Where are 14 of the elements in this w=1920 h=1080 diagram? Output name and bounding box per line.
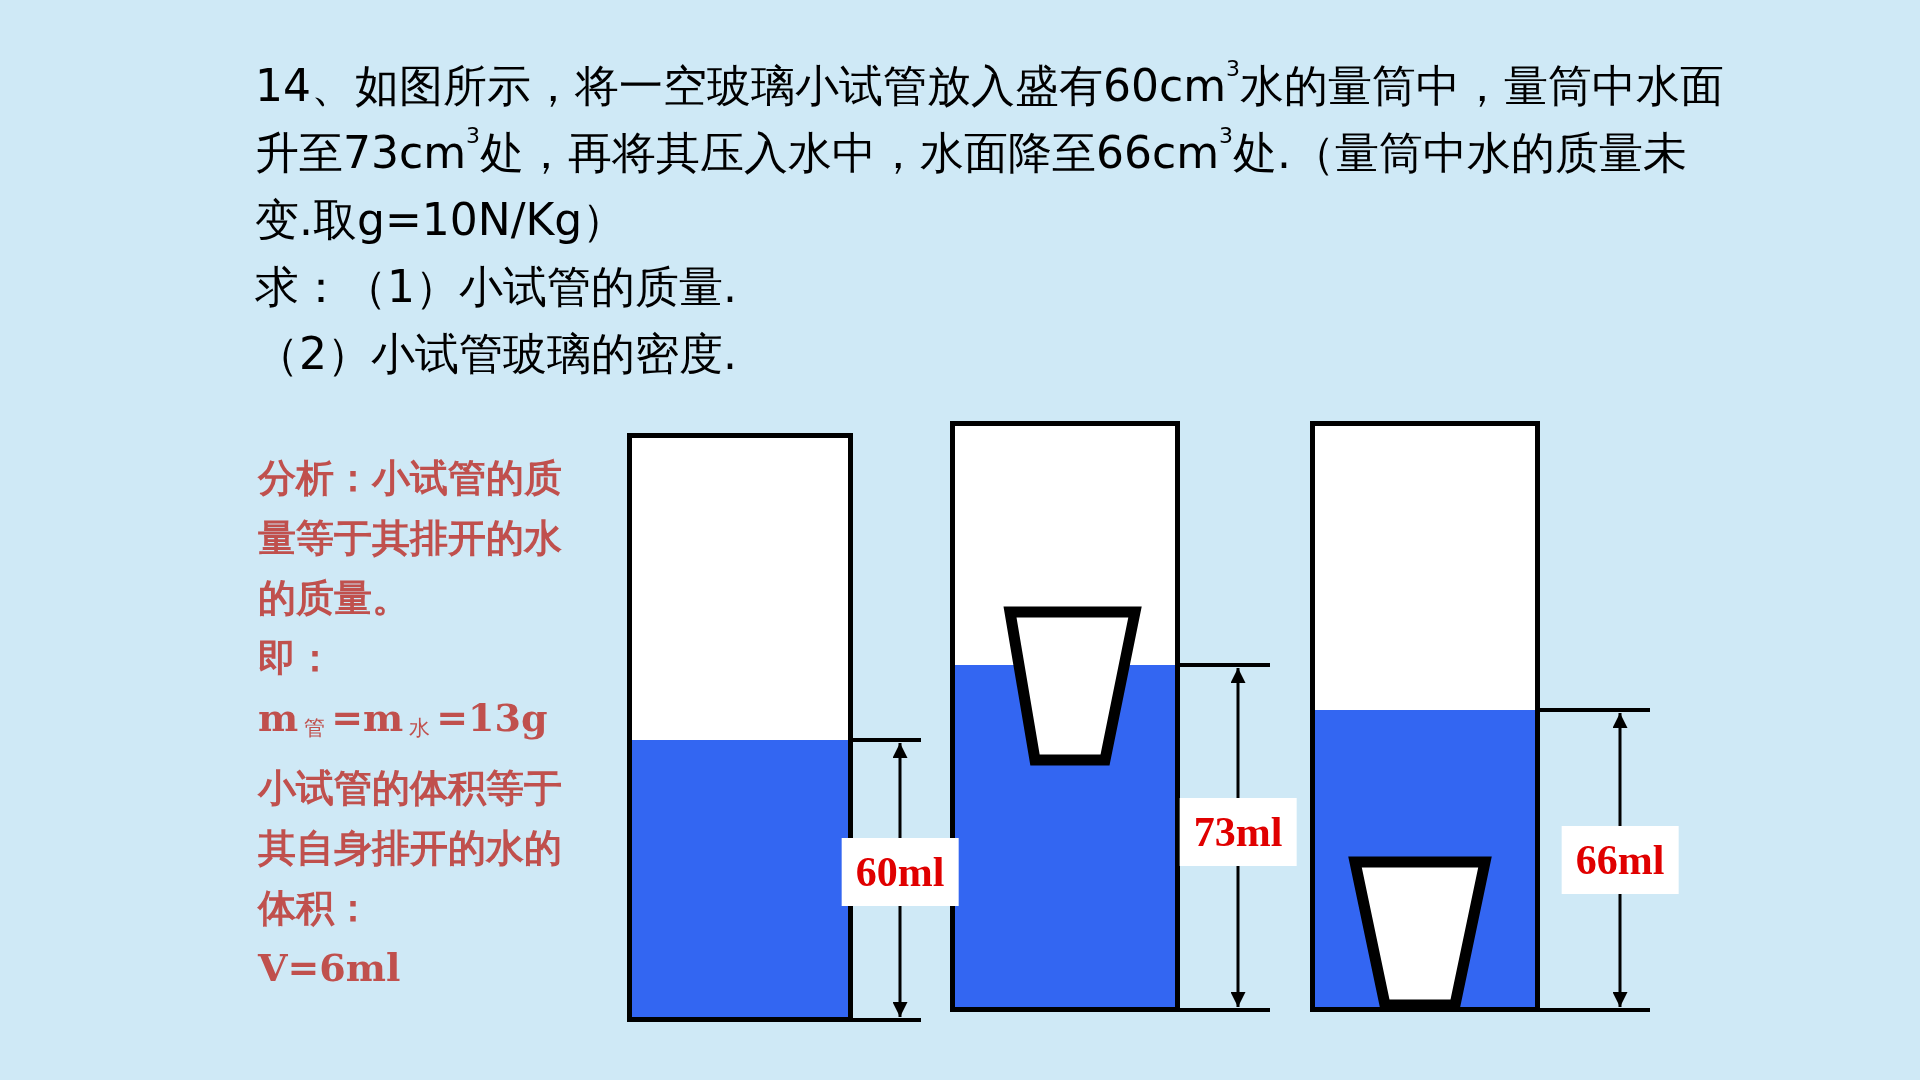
analysis-text: 分析：小试管的质量等于其排开的水的质量。 (258, 454, 563, 622)
measuring-cylinder-drawing (950, 421, 1180, 1012)
analysis-text: V=6ml (258, 944, 402, 993)
question-text: 求：（1）小试管的质量. (255, 260, 738, 314)
analysis-text: 即： (258, 634, 335, 682)
analysis-text: m$_{管}$=m$_{水}$=13g (258, 694, 549, 743)
volume-label: 60ml (841, 838, 959, 906)
question-text: 14、如图所示，将一空玻璃小试管放入盛有60cm$^{3}$水的量筒中，量筒中水面升至73cm$^{3}$处，再将其压入水中，水面降至66cm$^{3}$处.（量筒中水的质量未变.取g=10N/Kg） (255, 55, 1725, 247)
question-text: （2）小试管玻璃的密度. (255, 327, 738, 381)
measuring-cylinder-drawing (1310, 421, 1540, 1012)
analysis-text: 小试管的体积等于其自身排开的水的体积： (258, 764, 563, 933)
volume-label: 73ml (1179, 798, 1297, 866)
measuring-cylinder-drawing (627, 433, 853, 1022)
volume-label: 66ml (1561, 826, 1679, 894)
